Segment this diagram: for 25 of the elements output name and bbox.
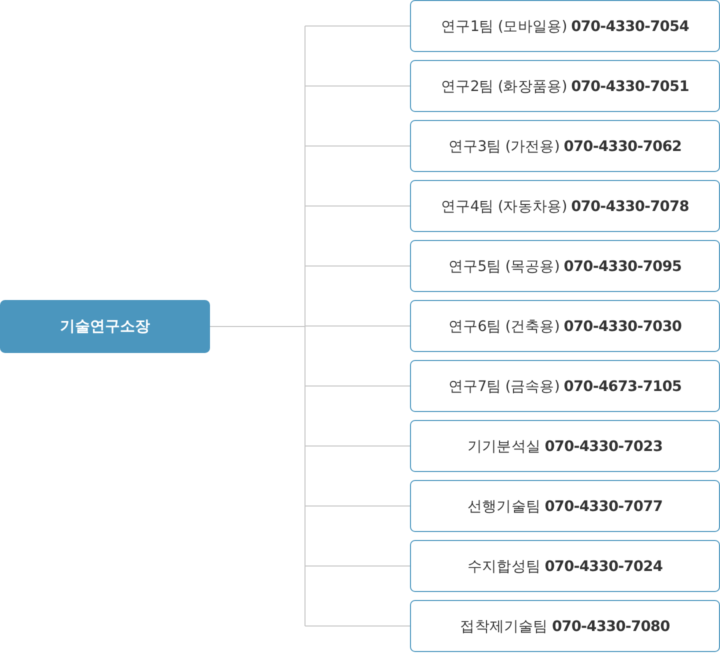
team-box: [410, 0, 720, 52]
team-contact-text: 연구7팀 (금속용) 070-4673-7105: [448, 378, 682, 396]
team-contact-text: 연구6팀 (건축용) 070-4330-7030: [448, 318, 682, 336]
team-contact-text: 선행기술팀 070-4330-7077: [467, 498, 663, 516]
team-box: [410, 420, 720, 472]
team-box: [410, 480, 720, 532]
team-contact-text: 연구3팀 (가전용) 070-4330-7062: [448, 138, 682, 156]
team-box: [410, 240, 720, 292]
team-contact-text: 기기분석실 070-4330-7023: [467, 438, 663, 456]
team-box: [410, 600, 720, 652]
team-contact-text: 연구4팀 (자동차용) 070-4330-7078: [441, 198, 689, 216]
team-box: [410, 120, 720, 172]
team-box: [410, 300, 720, 352]
team-box: [410, 60, 720, 112]
team-box: [410, 360, 720, 412]
director-box: [0, 300, 210, 353]
team-contact-text: 접착제기술팀 070-4330-7080: [460, 618, 670, 636]
team-box: [410, 180, 720, 232]
team-contact-text: 연구5팀 (목공용) 070-4330-7095: [448, 258, 682, 276]
team-box: [410, 540, 720, 592]
connector-line: [210, 26, 306, 626]
team-contact-text: 연구2팀 (화장품용) 070-4330-7051: [441, 78, 689, 96]
director-title: 기술연구소장: [60, 317, 150, 336]
team-contact-text: 수지합성팀 070-4330-7024: [467, 558, 663, 576]
team-contact-text: 연구1팀 (모바일용) 070-4330-7054: [441, 18, 689, 36]
